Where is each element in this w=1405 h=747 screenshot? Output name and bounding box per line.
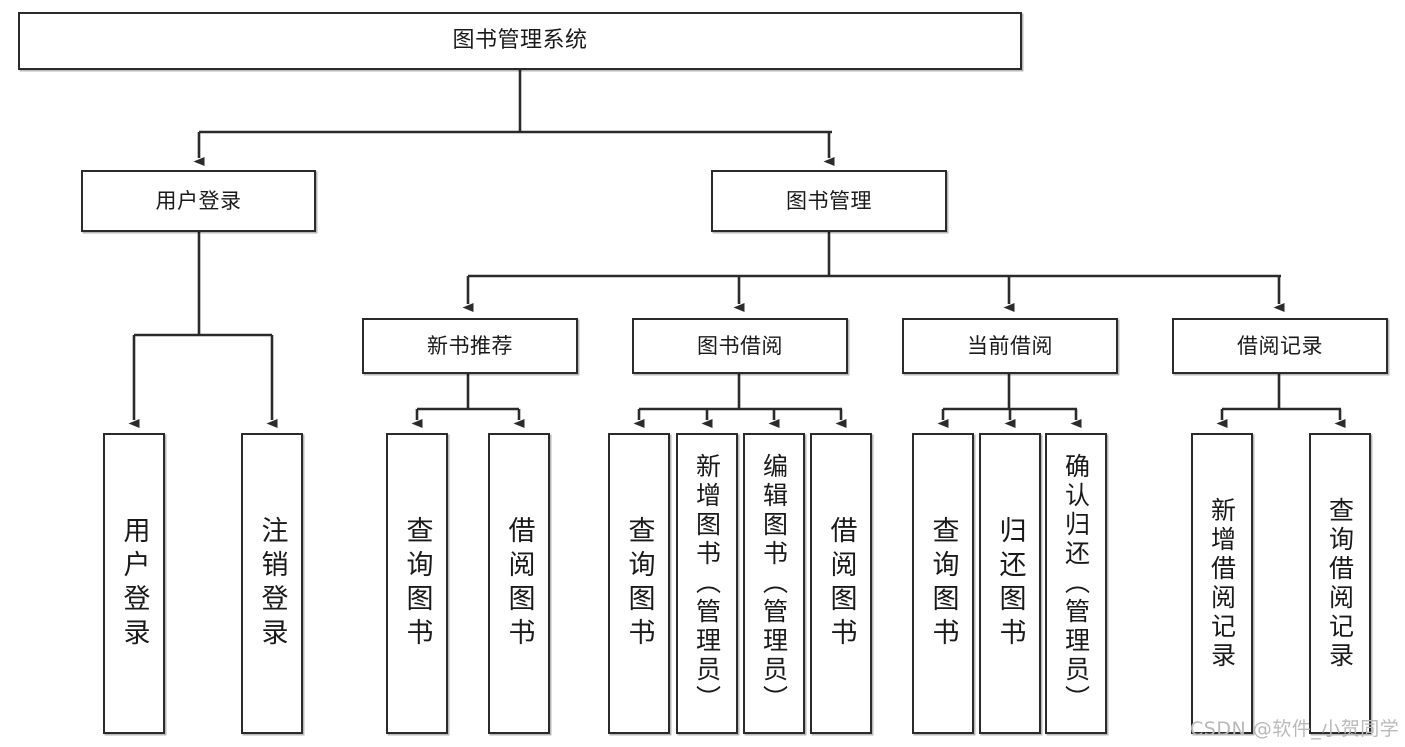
watermark-text: CSDN @软件_小贺同学 <box>1190 718 1400 740</box>
node-book-management[interactable]: 图书管理 <box>711 170 947 232</box>
node-leaf-query-book-current[interactable]: 查询图书 <box>912 433 974 734</box>
node-leaf-borrow-book[interactable]: 借阅图书 <box>810 433 872 734</box>
node-leaf-return-book[interactable]: 归还图书 <box>979 433 1041 734</box>
node-label: 查询图书 <box>927 515 959 652</box>
node-label: 用户登录 <box>155 188 242 213</box>
node-label: 归还图书 <box>994 515 1026 652</box>
node-root-book-management-system[interactable]: 图书管理系统 <box>18 12 1022 70</box>
node-label: 新书推荐 <box>427 333 513 358</box>
node-label: 编辑图书（管理员） <box>759 453 789 714</box>
node-user-login[interactable]: 用户登录 <box>81 170 316 232</box>
node-label: 查询图书 <box>623 515 655 652</box>
node-label: 图书管理系统 <box>452 28 588 54</box>
node-leaf-query-borrow-record[interactable]: 查询借阅记录 <box>1309 433 1371 734</box>
node-leaf-user-login[interactable]: 用户登录 <box>103 433 165 734</box>
node-label: 图书借阅 <box>697 333 783 358</box>
node-leaf-borrow-book-recommendation[interactable]: 借阅图书 <box>488 433 550 734</box>
node-leaf-confirm-return-admin[interactable]: 确认归还（管理员） <box>1045 433 1107 734</box>
node-label: 用户登录 <box>118 515 150 652</box>
node-book-borrow[interactable]: 图书借阅 <box>632 318 848 374</box>
node-borrow-record[interactable]: 借阅记录 <box>1172 318 1388 374</box>
node-label: 查询借阅记录 <box>1325 496 1355 671</box>
node-current-borrow[interactable]: 当前借阅 <box>902 318 1118 374</box>
node-label: 借阅图书 <box>825 515 857 652</box>
node-leaf-query-book-recommendation[interactable]: 查询图书 <box>386 433 448 734</box>
node-label: 新增图书（管理员） <box>692 453 722 714</box>
node-new-book-recommendation[interactable]: 新书推荐 <box>362 318 578 374</box>
node-label: 借阅图书 <box>503 515 535 652</box>
node-label: 图书管理 <box>786 188 872 213</box>
node-label: 借阅记录 <box>1237 333 1323 358</box>
node-leaf-query-book-borrow[interactable]: 查询图书 <box>608 433 670 734</box>
node-leaf-edit-book-admin[interactable]: 编辑图书（管理员） <box>743 433 805 734</box>
node-label: 注销登录 <box>256 515 288 652</box>
node-leaf-add-book-admin[interactable]: 新增图书（管理员） <box>676 433 738 734</box>
node-leaf-logout[interactable]: 注销登录 <box>241 433 303 734</box>
node-label: 查询图书 <box>401 515 433 652</box>
node-label: 当前借阅 <box>967 333 1053 358</box>
node-leaf-add-borrow-record[interactable]: 新增借阅记录 <box>1191 433 1253 734</box>
node-label: 确认归还（管理员） <box>1061 453 1091 714</box>
node-label: 新增借阅记录 <box>1207 496 1237 671</box>
